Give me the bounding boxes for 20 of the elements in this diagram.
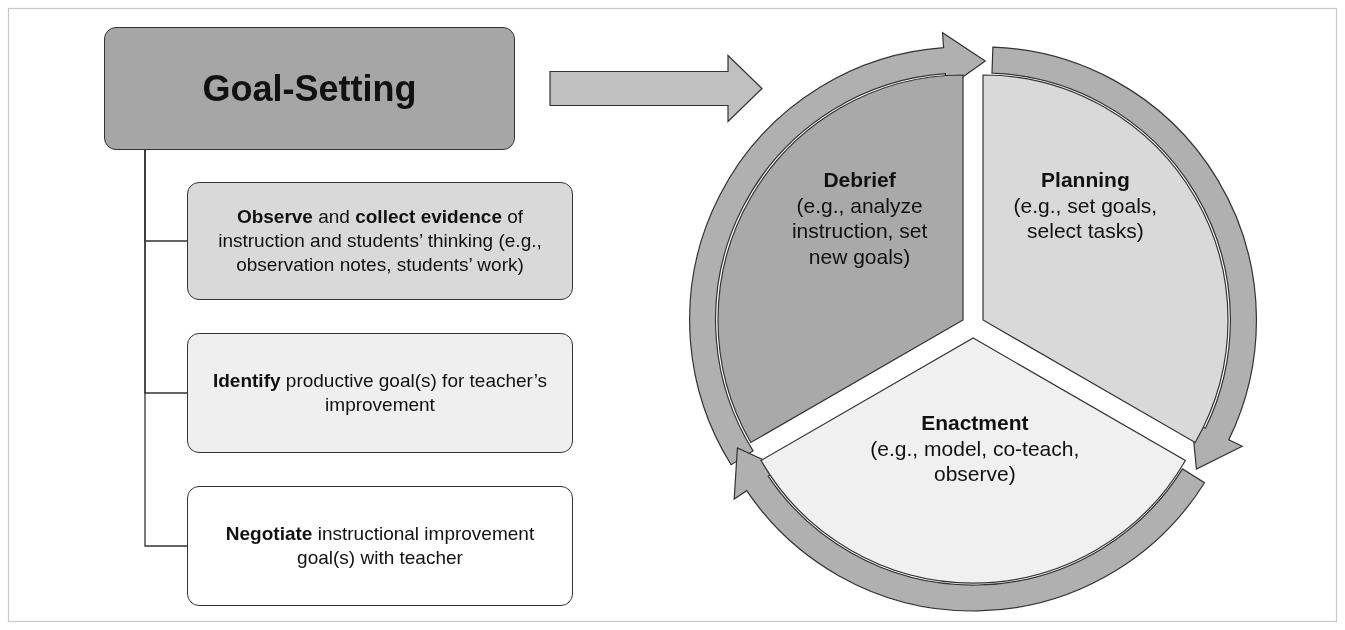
- step-box: [187, 333, 573, 453]
- block-arrow: [549, 54, 763, 123]
- segment-text: (e.g., model, co-teach, observe): [869, 435, 1081, 487]
- box-text: Identify productive goal(s) for teacher’s improvement: [212, 369, 548, 417]
- box-text: Negotiate instructional improvement goal(s) with teacher: [224, 522, 536, 570]
- segment-heading: Debrief: [822, 167, 897, 193]
- segment-text: (e.g., analyze instruction, set new goals): [790, 192, 929, 270]
- cycle-arrow: [689, 32, 986, 466]
- cycle-segment: [760, 338, 1186, 583]
- connector-line: [144, 149, 188, 547]
- box-text: Observe and collect evidence of instruction and students’ thinking (e.g., observation notes, students’ work): [217, 205, 543, 277]
- segment-text: (e.g., set goals, select tasks): [1012, 192, 1159, 244]
- segment-heading: Enactment: [920, 410, 1030, 436]
- segment-heading: Planning: [1040, 167, 1131, 193]
- goal-box: [104, 27, 515, 150]
- cycle-arrow: [733, 447, 1206, 612]
- box-heading: Goal-Setting: [202, 67, 417, 111]
- step-box: [187, 182, 573, 300]
- cycle-arrow: [991, 46, 1257, 470]
- step-box: [187, 486, 573, 606]
